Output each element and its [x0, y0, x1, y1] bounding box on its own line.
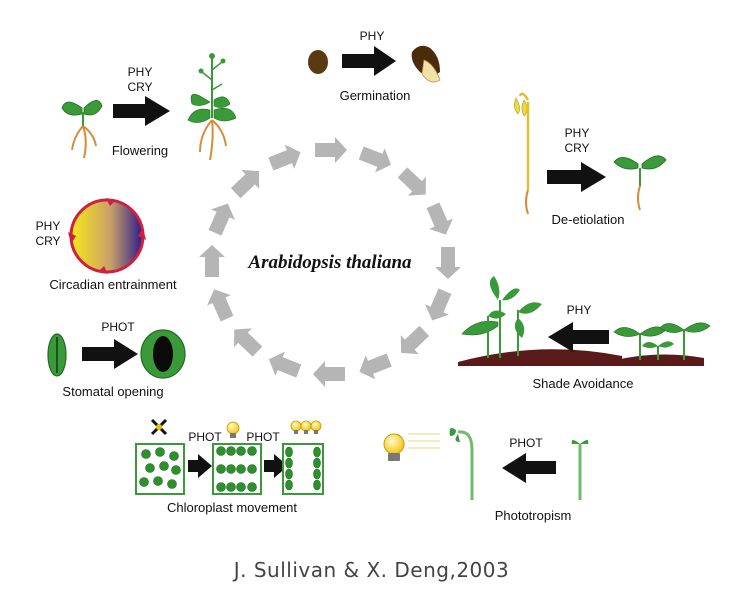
circadian-panel: PHY CRY Circadian entrainment: [35, 198, 177, 292]
black-arrow-left-icon: [548, 322, 609, 352]
flowering-panel: PHY CRY Flowering: [61, 53, 237, 161]
cycle-arrow-icon: [435, 247, 461, 279]
shade-label: Shade Avoidance: [533, 376, 634, 391]
cycle-arrow-icon: [268, 144, 301, 171]
flowering-label: Flowering: [112, 143, 168, 158]
cycle-arrows: [199, 137, 461, 387]
black-arrow-icon: [547, 162, 606, 192]
black-arrow-icon: [113, 96, 170, 126]
closed-stoma-icon: [47, 333, 67, 377]
black-arrow-left-icon: [502, 453, 556, 483]
cycle-arrow-icon: [358, 146, 392, 173]
black-arrow-icon: [188, 454, 212, 478]
deetiolation-receptor-2: CRY: [564, 141, 589, 155]
short-plants-icon: [613, 322, 711, 366]
cycle-arrow-icon: [400, 325, 430, 355]
stomatal-receptor-1: PHOT: [101, 320, 135, 334]
phototropism-label: Phototropism: [495, 508, 572, 523]
flowering-plant-icon: [187, 53, 237, 161]
cycle-arrow-icon: [268, 351, 302, 378]
chloroplast-label: Chloroplast movement: [167, 500, 297, 515]
stomatal-label: Stomatal opening: [62, 384, 163, 399]
cycle-arrow-icon: [199, 245, 225, 277]
deetiolation-panel: PHY CRY De-etiolation: [514, 92, 667, 227]
cycle-arrow-icon: [315, 137, 347, 163]
chloroplast-receptor-1: PHOT: [188, 430, 222, 444]
etiolated-seedling-icon: [514, 92, 530, 215]
circadian-clock-icon: [69, 198, 145, 274]
cycle-arrow-icon: [230, 169, 260, 199]
deetiolation-receptor-1: PHY: [565, 126, 590, 140]
cycle-arrow-icon: [359, 353, 392, 380]
germination-receptor-1: PHY: [360, 29, 385, 43]
cycle-arrow-icon: [425, 288, 452, 321]
phototropism-receptor-1: PHOT: [509, 436, 543, 450]
flowering-receptor-1: PHY: [128, 65, 153, 79]
germination-panel: PHY Germination: [308, 29, 441, 103]
germinating-seed-icon: [411, 45, 441, 83]
elongated-plants-icon: [461, 276, 542, 358]
light-bulb-icon: [383, 433, 440, 461]
circadian-label: Circadian entrainment: [49, 277, 177, 292]
bending-seedling-icon: [449, 428, 474, 500]
germination-label: Germination: [340, 88, 411, 103]
flowering-receptor-2: CRY: [127, 80, 152, 94]
black-arrow-icon: [264, 454, 288, 478]
cycle-arrow-icon: [207, 289, 234, 322]
circadian-receptor-1: PHY: [36, 219, 61, 233]
shade-receptor-1: PHY: [567, 303, 592, 317]
black-arrow-icon: [82, 339, 138, 369]
black-arrow-icon: [342, 46, 396, 76]
high-light-bulbs-icon: [290, 420, 322, 434]
cycle-arrow-icon: [208, 203, 235, 236]
straight-seedling-icon: [571, 440, 589, 500]
cycle-arrow-icon: [234, 328, 263, 357]
open-stoma-icon: [140, 329, 186, 379]
citation: J. Sullivan & X. Deng,2003: [233, 558, 510, 582]
cycle-arrow-icon: [426, 202, 453, 235]
dark-x-icon: [150, 418, 168, 436]
seed-icon: [308, 50, 328, 74]
cycle-arrow-icon: [313, 361, 345, 387]
seedling-icon: [61, 100, 103, 159]
soil-icon: [458, 349, 622, 366]
chloroplast-panel: PHOT PHOT: [135, 418, 324, 515]
cycle-arrow-icon: [397, 167, 426, 196]
chloroplast-receptor-2: PHOT: [246, 430, 280, 444]
circadian-receptor-2: CRY: [35, 234, 60, 248]
deetiolation-label: De-etiolation: [552, 212, 625, 227]
center-title: Arabidopsis thaliana: [247, 252, 412, 273]
green-seedling-icon: [613, 155, 667, 211]
stomatal-panel: PHOT Stomatal opening: [47, 320, 186, 399]
phototropism-panel: PHOT Phototropism: [383, 428, 589, 523]
low-light-bulb-icon: [226, 421, 240, 438]
shade-panel: PHY Shade Avoidance: [458, 276, 711, 391]
